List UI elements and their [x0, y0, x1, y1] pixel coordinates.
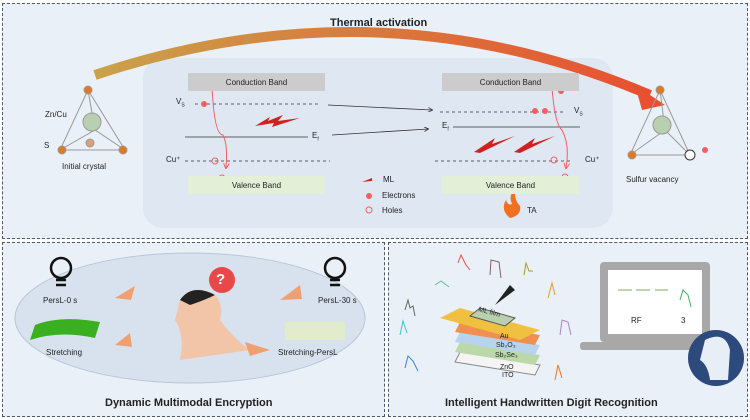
left-conduction-band: Conduction Band: [188, 73, 325, 91]
right-conduction-band: Conduction Band: [442, 73, 579, 91]
legend-ta: TA: [527, 206, 537, 215]
device-stack: [440, 307, 541, 376]
ef-sub: f: [317, 136, 319, 143]
question-mark: ?: [216, 271, 226, 288]
initial-crystal-label: Initial crystal: [62, 162, 107, 171]
ml-bolts: [255, 115, 555, 182]
lightbulb-icon: [323, 256, 347, 287]
sulfur-vacancy-label: Sulfur vacancy: [626, 175, 679, 184]
stretching-label: Stretching: [46, 348, 83, 357]
left-vs-label: VS: [176, 97, 185, 109]
layer-sb2se3: Sb₂Se₃: [495, 352, 518, 359]
layer-zno: ZnO: [500, 364, 514, 371]
right-valence-band: Valence Band: [442, 176, 579, 194]
persl-30-label: PersL-30 s: [318, 296, 357, 305]
ef-sub: f: [447, 126, 449, 133]
persl-0-label: PersL-0 s: [43, 296, 78, 305]
layer-au: Au: [500, 333, 509, 340]
vs-text: V: [176, 97, 182, 106]
digit-recognition-title: Intelligent Handwritten Digit Recognitio…: [445, 397, 658, 409]
vs-text: V: [574, 106, 580, 115]
layer-ito: ITO: [502, 372, 514, 379]
zn-cu-label: Zn/Cu: [45, 110, 67, 119]
legend-electrons: Electrons: [382, 191, 416, 200]
right-cu-label: Cu⁺: [585, 155, 600, 164]
initial-crystal: [57, 85, 128, 155]
right-vs-label: VS: [574, 106, 583, 118]
film: [285, 322, 345, 340]
layer-sb2o3: Sb₂O₃: [496, 342, 516, 349]
vs-sub: S: [579, 111, 583, 118]
screen-result-label: 3: [681, 316, 686, 325]
person-head: [175, 289, 250, 360]
thermal-activation-title: Thermal activation: [330, 17, 428, 29]
pen-icon: [495, 285, 515, 305]
green-film: [30, 319, 100, 340]
legend-holes: Holes: [382, 206, 403, 215]
left-ef-label: Ef: [312, 131, 319, 143]
stretching-persl-label: Stretching-PersL: [278, 348, 338, 357]
encryption-title: Dynamic Multimodal Encryption: [105, 397, 273, 409]
vacancy-crystal: [627, 85, 708, 161]
ef-text: E: [442, 121, 448, 130]
left-cu-label: Cu⁺: [166, 155, 181, 164]
flame-icon: [503, 190, 521, 218]
question-icon: [209, 267, 235, 293]
ef-text: E: [312, 131, 318, 140]
right-ef-label: Ef: [442, 121, 449, 133]
left-valence-band: Valence Band: [188, 176, 325, 194]
laptop-icon: [580, 262, 730, 350]
s-label: S: [44, 141, 50, 150]
vs-sub: S: [181, 102, 185, 109]
legend-ml: ML: [383, 175, 395, 184]
thermal-arrow: [93, 27, 652, 100]
lightbulb-icon: [49, 256, 73, 287]
screen-model-label: RF: [631, 316, 642, 325]
